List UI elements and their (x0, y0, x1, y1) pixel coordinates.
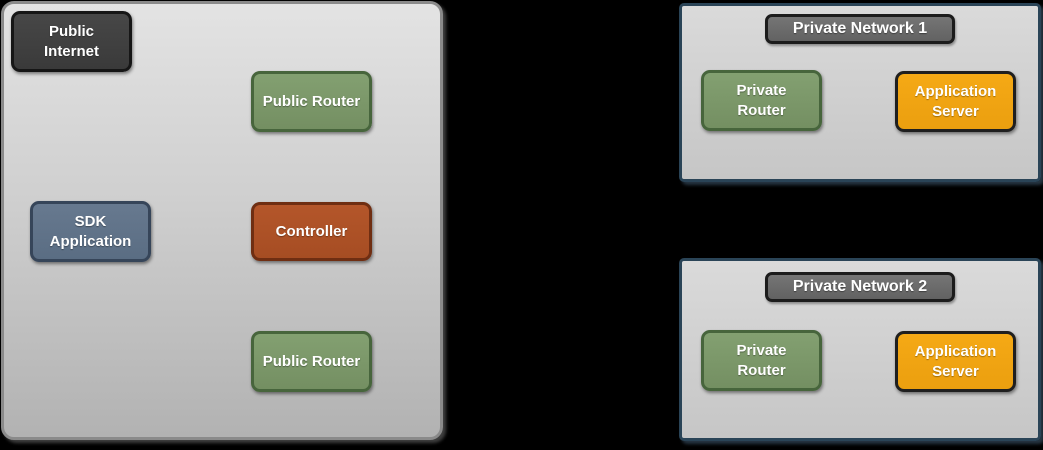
node-controller: Controller (251, 202, 372, 261)
private-network-2-title: Private Network 2 (765, 272, 955, 302)
node-application-server-2: Application Server (895, 331, 1016, 392)
private-network-1-title: Private Network 1 (765, 14, 955, 44)
node-public-router-bottom: Public Router (251, 331, 372, 392)
public-zone-panel: Public Internet Public Router SDK Applic… (1, 1, 443, 440)
node-public-router-top: Public Router (251, 71, 372, 132)
node-private-router-2: Private Router (701, 330, 822, 391)
private-network-2-panel: Private Network 2 Private Router Applica… (679, 258, 1041, 441)
node-public-internet: Public Internet (11, 11, 132, 72)
node-private-router-1: Private Router (701, 70, 822, 131)
private-network-1-panel: Private Network 1 Private Router Applica… (679, 3, 1041, 182)
node-application-server-1: Application Server (895, 71, 1016, 132)
node-sdk-application: SDK Application (30, 201, 151, 262)
